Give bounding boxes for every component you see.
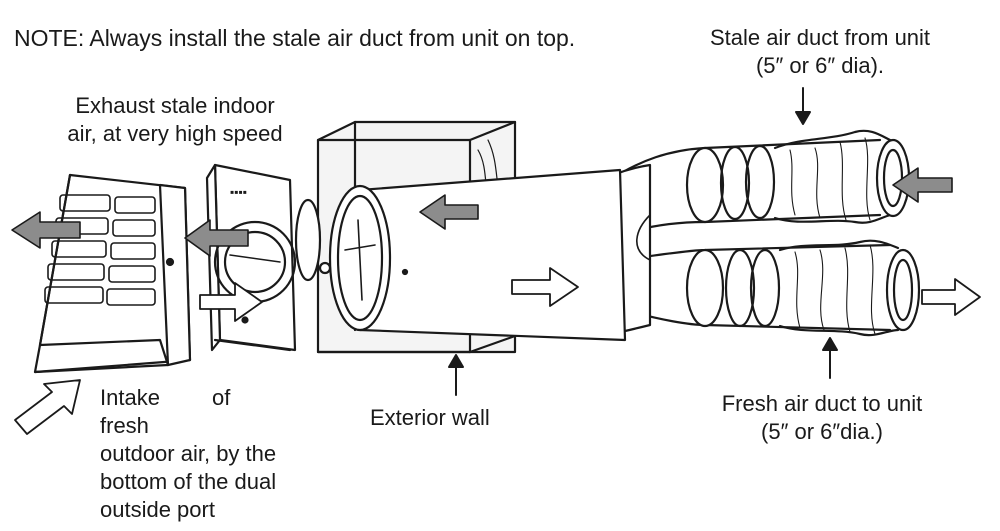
stale-duct-label: Stale air duct from unit (5″ or 6″ dia). (670, 24, 970, 80)
exhaust-arrow-plate (184, 219, 249, 257)
intake-label-line-2: outdoor air, by the (100, 441, 277, 466)
install-note: NOTE: Always install the stale air duct … (14, 25, 576, 51)
fresh-duct-label: Fresh air duct to unit (5″ or 6″dia.) (672, 390, 972, 446)
stale-arrow-sleeve (419, 194, 479, 230)
stale-duct-label-line-2: (5″ or 6″ dia). (755, 53, 885, 78)
intake-label: Intake of fresh outdoor air, by the bott… (100, 384, 322, 524)
exhaust-label-line-2: air, at very high speed (67, 121, 283, 146)
fresh-duct-label-line-1: Fresh air duct to unit (721, 391, 923, 416)
stale-air-duct (608, 129, 911, 237)
intake-label-line-4: outside port (100, 497, 215, 522)
stale-arrow-duct (892, 167, 953, 203)
intake-arrow-bottom (14, 379, 81, 435)
intake-arrow-sleeve (511, 267, 579, 307)
svg-text:▪▪▪▪: ▪▪▪▪ (230, 185, 247, 199)
intake-label-line-1: Intake of fresh (100, 385, 231, 438)
mounting-plate: ▪▪▪▪ (205, 163, 297, 352)
exhaust-label: Exhaust stale indoor air, at very high s… (45, 92, 305, 148)
wall-sleeve-pipe (328, 168, 627, 342)
intake-label-line-3: bottom of the dual (100, 469, 277, 494)
intake-arrow-plate (199, 282, 263, 322)
fresh-air-duct (618, 239, 921, 337)
exterior-wall-label: Exterior wall (370, 405, 490, 430)
fresh-arrow-duct (921, 278, 981, 316)
exhaust-label-line-1: Exhaust stale indoor (75, 93, 275, 118)
exterior-hood (33, 173, 192, 374)
exhaust-arrow-left (11, 211, 81, 249)
stale-duct-label-line-1: Stale air duct from unit (709, 25, 931, 50)
fresh-duct-label-line-2: (5″ or 6″dia.) (761, 419, 883, 444)
